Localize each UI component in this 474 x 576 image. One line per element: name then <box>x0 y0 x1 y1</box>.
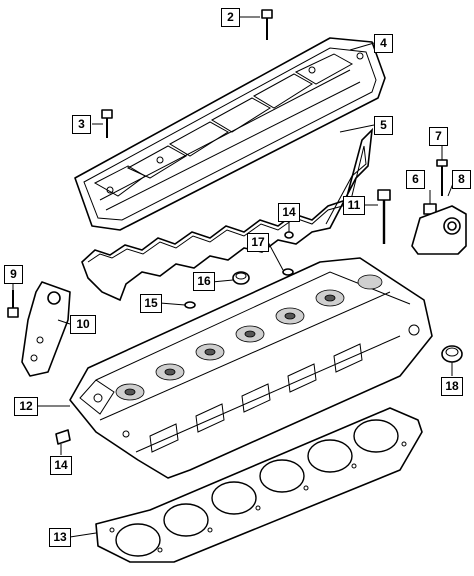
callout-17: 17 <box>247 233 269 252</box>
callout-6: 6 <box>406 170 425 189</box>
callout-5: 5 <box>374 116 393 135</box>
plug-18 <box>441 345 463 363</box>
callout-2: 2 <box>221 8 240 27</box>
dowel-14-top <box>284 231 294 239</box>
callout-13: 13 <box>49 528 71 547</box>
callout-3: 3 <box>72 115 91 134</box>
lifting-bracket-10 <box>21 281 71 377</box>
lifting-bracket-8 <box>411 205 467 255</box>
callout-14-top: 14 <box>278 203 300 222</box>
o-ring-17 <box>282 268 294 276</box>
callout-7: 7 <box>429 127 448 146</box>
callout-16: 16 <box>193 272 215 291</box>
callout-18: 18 <box>441 377 463 396</box>
callout-10: 10 <box>70 315 96 334</box>
stud-7 <box>436 159 448 196</box>
o-ring-15 <box>184 301 196 309</box>
dowel-14-bottom <box>55 429 71 445</box>
bolt-2 <box>261 9 273 40</box>
seal-16 <box>232 271 250 285</box>
valve-cover-gasket <box>81 127 374 302</box>
callout-14-bottom: 14 <box>50 456 72 475</box>
callout-9: 9 <box>4 265 23 284</box>
callout-12: 12 <box>14 397 38 416</box>
head-gasket <box>95 407 423 563</box>
head-bolt-11 <box>377 189 391 244</box>
bolt-9 <box>7 290 19 318</box>
bolt-3 <box>101 109 113 138</box>
callout-4: 4 <box>374 34 393 53</box>
cylinder-head <box>69 257 433 479</box>
callout-15: 15 <box>140 294 162 313</box>
callout-8: 8 <box>452 170 471 189</box>
valve-cover <box>74 37 386 231</box>
callout-11: 11 <box>343 196 365 215</box>
leader-lines <box>12 16 455 538</box>
